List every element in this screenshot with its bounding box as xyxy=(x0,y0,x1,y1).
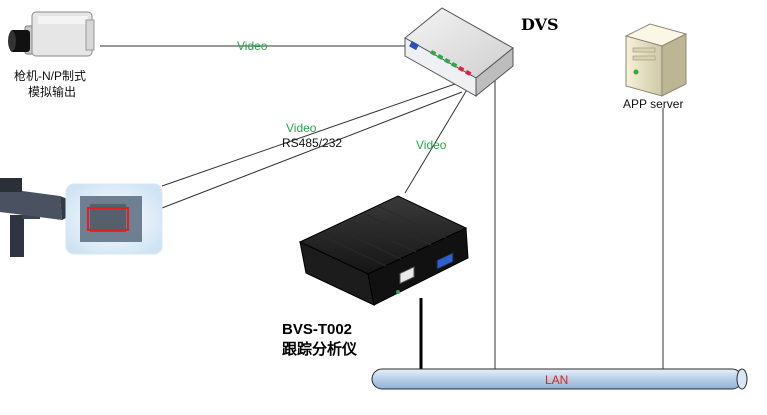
ptz-camera-icon xyxy=(0,178,70,257)
dvs-label: DVS xyxy=(521,15,559,34)
server-tower-icon xyxy=(624,23,688,97)
rs485-label: RS485/232 xyxy=(282,136,343,150)
bullet-camera-icon xyxy=(8,11,95,57)
bvs-device-label: BVS-T002 跟踪分析仪 xyxy=(282,320,357,361)
app-server-label: APP server xyxy=(623,97,684,111)
video-link-ptz xyxy=(161,83,456,187)
fixed-camera-label-line2: 模拟输出 xyxy=(28,85,77,99)
bvs-model-label: BVS-T002 xyxy=(282,321,353,338)
lan-label: LAN xyxy=(545,373,569,387)
fixed-camera-label-line1: 枪机-N/P制式 xyxy=(14,69,87,83)
bvs-desc-label: 跟踪分析仪 xyxy=(282,341,358,359)
mini-pc-icon xyxy=(298,195,469,306)
ptz-monitor-icon xyxy=(65,183,163,255)
connection-lines xyxy=(100,45,664,370)
video-server-box-icon xyxy=(404,7,514,98)
rs485-link-ptz xyxy=(161,91,463,209)
video-link-analyzer xyxy=(404,87,469,194)
video-label-right: Video xyxy=(416,138,447,152)
video-label-top: Video xyxy=(237,39,268,53)
video-label-mid: Video xyxy=(286,121,317,135)
lan-bus xyxy=(371,368,748,390)
